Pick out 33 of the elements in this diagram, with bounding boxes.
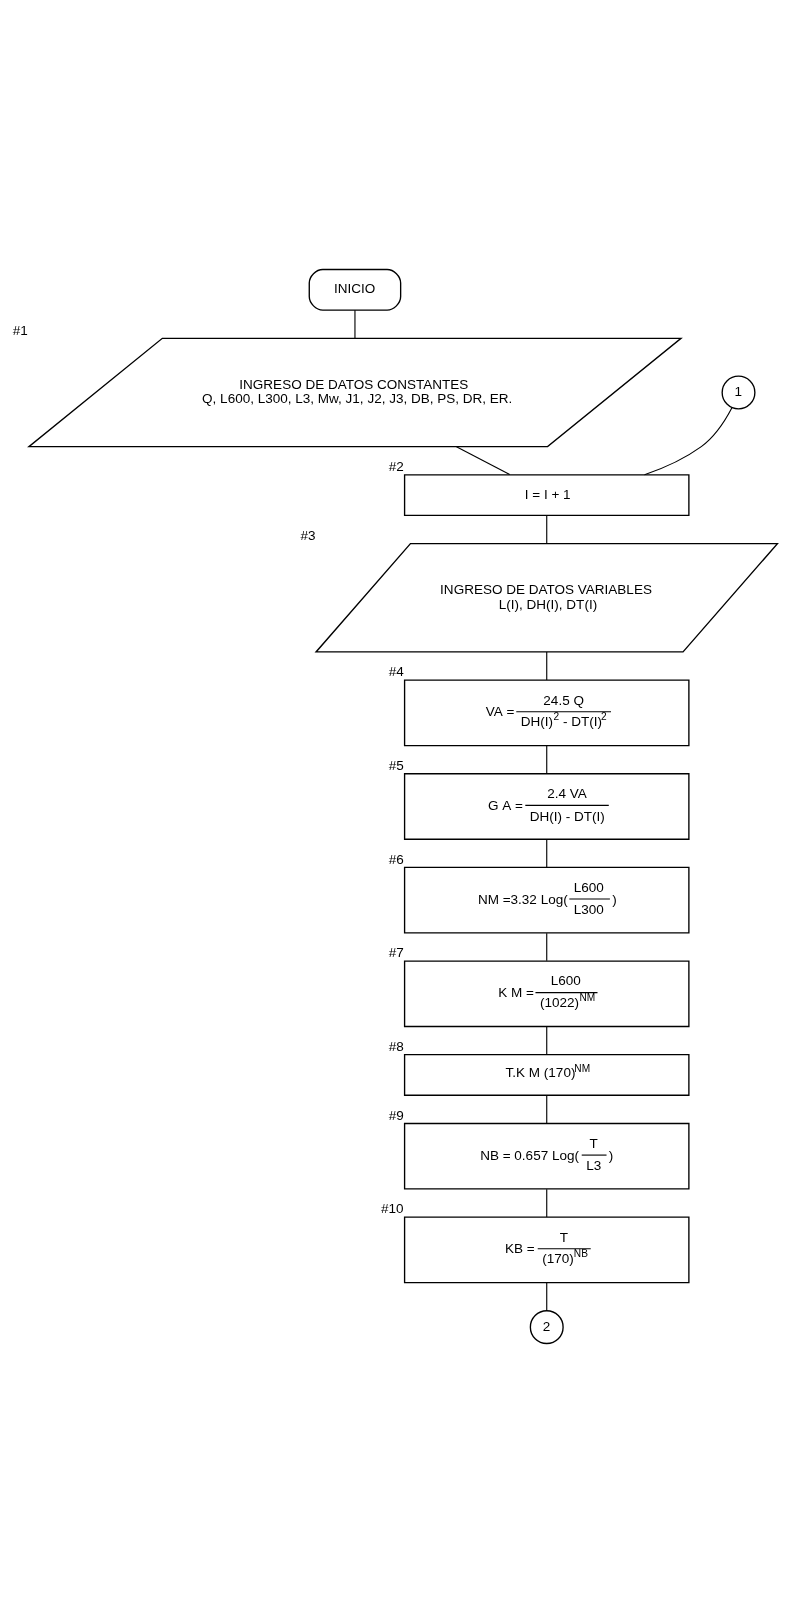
connector: [546, 1188, 548, 1217]
node-label: #8: [388, 1038, 404, 1054]
connector: [546, 1281, 548, 1311]
node-circle: 1: [721, 374, 756, 409]
node-box: INICIO: [308, 268, 402, 311]
node-label: #10: [380, 1200, 404, 1216]
connector: [354, 309, 356, 339]
connector: [643, 406, 733, 475]
connector: [546, 744, 548, 774]
node-box: NM =3.32 Log( L600 ) L300: [403, 866, 690, 934]
node-label: #2: [388, 458, 404, 474]
node-box: KB = T (170)$^{NB}$: [403, 1215, 690, 1283]
connector: [546, 650, 548, 681]
node-label: #1: [12, 321, 28, 337]
node-box: NB = 0.657 Log( T ) L3: [403, 1122, 690, 1190]
node-box: K M = L600 (1022)$^{NM}$: [403, 959, 690, 1027]
connector: [546, 838, 548, 868]
node-label: #9: [388, 1107, 404, 1123]
node-label: #4: [388, 663, 404, 679]
connector: [546, 1094, 548, 1124]
node-box: VA = 24.5 Q DH(I)$^{2}$ - DT(I)$^{2}$: [403, 678, 690, 746]
node-label: #3: [300, 527, 316, 543]
connector: [455, 445, 511, 475]
connector: [546, 932, 548, 961]
node-circle: 2: [529, 1309, 564, 1344]
node-label: #5: [388, 757, 404, 773]
connector: [546, 1025, 548, 1055]
node-box: T.K M (170)$^{NM}$: [403, 1053, 690, 1096]
node-label: #7: [388, 944, 404, 960]
node-box: G A = 2.4 VA DH(I) - DT(I): [403, 772, 690, 840]
connector: [546, 514, 548, 544]
node-label: #6: [388, 851, 404, 867]
node-box: I = I + 1: [403, 473, 690, 516]
